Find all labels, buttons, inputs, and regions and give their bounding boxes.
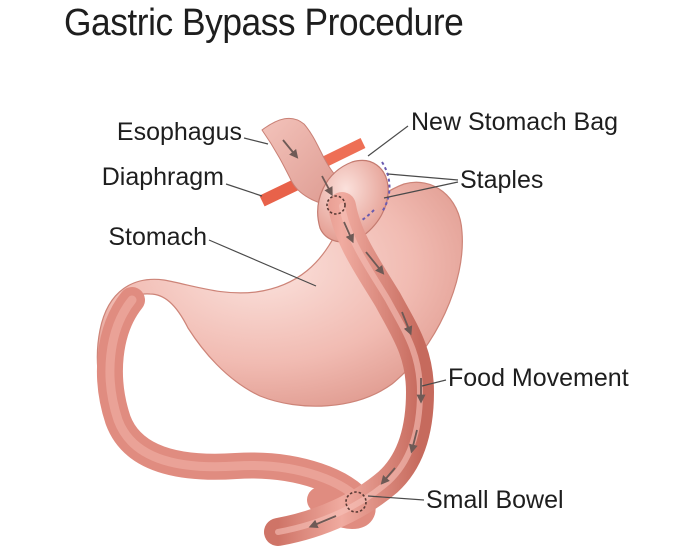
label-new-stomach-bag: New Stomach Bag: [411, 108, 618, 136]
stomach-shape: [96, 181, 463, 421]
bowel-anastomosis-marker: [345, 491, 367, 513]
label-diaphragm: Diaphragm: [102, 163, 224, 191]
staple-line: [381, 161, 391, 213]
label-stomach: Stomach: [108, 223, 207, 251]
label-esophagus: Esophagus: [117, 118, 242, 146]
label-small-bowel: Small Bowel: [426, 486, 564, 514]
page-title: Gastric Bypass Procedure: [64, 2, 464, 44]
food-movement-arrows: [282, 139, 426, 529]
label-food-movement: Food Movement: [448, 364, 629, 392]
leader-lines: [208, 125, 459, 501]
label-staples: Staples: [460, 166, 543, 194]
pouch-anastomosis-marker: [326, 195, 346, 215]
